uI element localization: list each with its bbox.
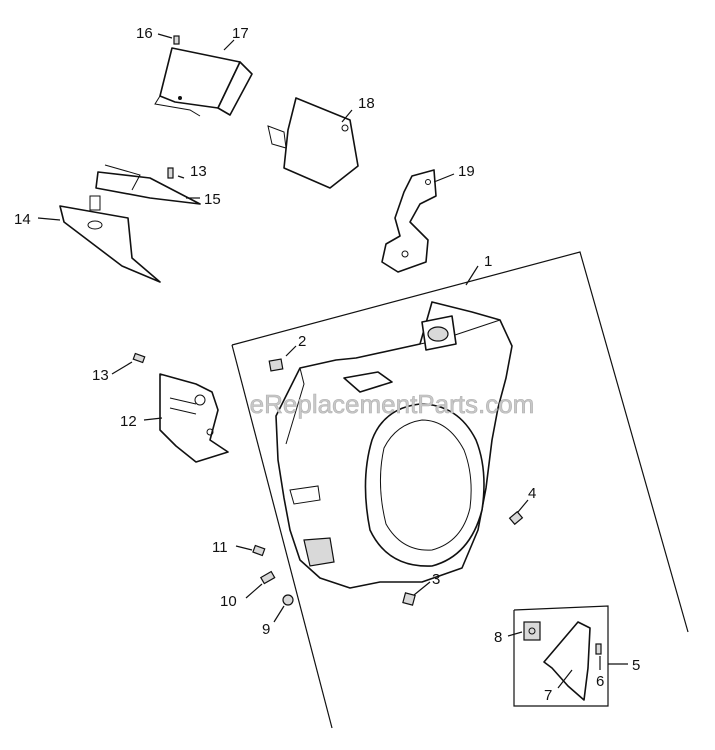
callout-8: 8 [494,629,502,646]
part-2-clip [268,358,284,372]
assembly-1-boundary [231,251,689,729]
part-16-screw [173,35,180,45]
part-6-screw [595,643,602,655]
callout-19: 19 [458,163,475,180]
callout-14: 14 [14,211,31,228]
callout-13-upper: 13 [190,163,207,180]
part-12-bracket [159,373,229,463]
part-17-cover [154,47,253,117]
callout-11: 11 [212,539,228,556]
callout-16: 16 [136,25,153,42]
callout-17: 17 [232,25,249,42]
watermark-text: eReplacementParts.com [250,389,535,419]
callout-2: 2 [298,333,306,350]
callout-1: 1 [484,253,492,270]
callout-7: 7 [544,687,552,704]
part-10-stud [259,570,276,585]
callout-13-lower: 13 [92,367,109,384]
callout-6: 6 [596,673,604,690]
part-19-bracket [381,169,437,273]
callout-12: 12 [120,413,137,430]
callout-10: 10 [220,593,237,610]
callout-15: 15 [204,191,221,208]
part-8-nut [523,621,541,641]
part-1-blower-housing [275,301,513,589]
callout-3: 3 [432,571,440,588]
part-11-screw [252,544,266,557]
part-14-baffle [59,195,161,283]
part-9-nut [282,594,294,606]
subassembly-5-box [513,605,609,707]
part-13-screw-upper [167,167,174,179]
part-13-screw-lower [132,352,146,364]
callout-5: 5 [632,657,640,674]
leader-lines [37,33,628,689]
part-3-clip [402,592,416,606]
callout-9: 9 [262,621,270,638]
part-4-screw [508,510,524,526]
part-15-baffle [95,164,201,205]
part-7-shield [543,621,591,701]
part-18-baffle [267,97,359,189]
callout-4: 4 [528,485,536,502]
callout-18: 18 [358,95,375,112]
